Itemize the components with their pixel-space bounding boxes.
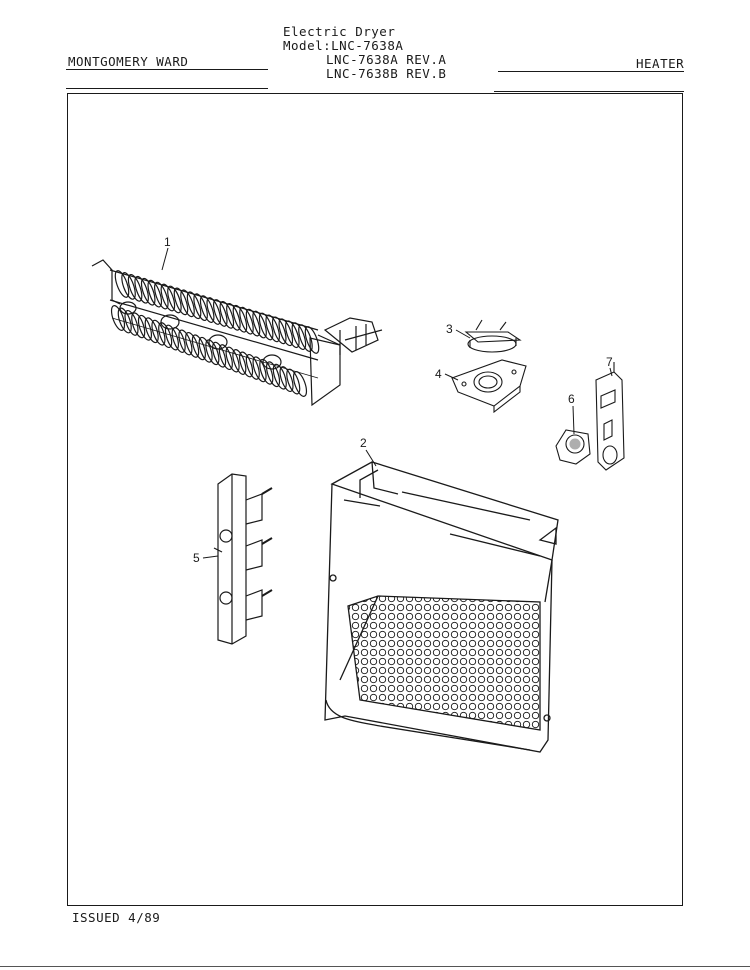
model-title-line-1: Electric Dryer xyxy=(283,24,396,39)
coil-loop xyxy=(304,326,320,354)
coil-loop xyxy=(258,312,274,341)
heater-housing xyxy=(324,461,559,753)
coil-loop xyxy=(239,306,254,335)
header-rule-left xyxy=(66,69,268,71)
thermostat-bracket xyxy=(451,359,527,414)
coil-loop xyxy=(291,322,307,351)
callout-5: 5 xyxy=(193,551,200,565)
callout-1: 1 xyxy=(164,235,171,249)
coil-loop xyxy=(124,309,139,336)
coil-loop xyxy=(137,314,153,341)
coil-loop xyxy=(265,361,281,388)
coil-loop xyxy=(147,279,163,308)
coil-loop xyxy=(226,302,241,331)
callout-leaders xyxy=(161,247,613,559)
coil-loop xyxy=(180,289,195,318)
thermal-fuse xyxy=(555,429,591,465)
coil-loop xyxy=(114,270,130,298)
coil-loop xyxy=(117,307,132,334)
coil-loop xyxy=(154,281,169,310)
coil-loop xyxy=(218,344,233,371)
coil-loop xyxy=(252,310,267,339)
coil-loop xyxy=(191,334,206,361)
coil-loop xyxy=(198,336,213,363)
terminal-block xyxy=(213,473,273,645)
coil-loop xyxy=(171,327,186,353)
header-rule-right xyxy=(498,71,684,73)
coil-loop xyxy=(134,275,149,304)
coil-loop xyxy=(232,349,247,375)
header-rule-left-lower xyxy=(66,88,268,90)
coil-loop xyxy=(252,356,267,383)
header-rule-right-lower xyxy=(494,91,684,93)
coil-loop xyxy=(167,285,182,314)
model-title-line-3: LNC-7638A REV.A xyxy=(326,52,447,67)
coil-loop xyxy=(265,314,280,343)
coil-loop xyxy=(206,297,222,325)
coil-loop xyxy=(239,351,254,378)
coil-loop xyxy=(285,320,300,349)
coil-loop xyxy=(193,293,208,322)
coil-loop xyxy=(286,368,301,395)
page-bottom-rule xyxy=(0,966,750,967)
coil-loop xyxy=(205,339,220,366)
section-title: HEATER xyxy=(636,56,685,71)
callout-2: 2 xyxy=(360,436,367,450)
model-title-line-2: Model:LNC-7638A xyxy=(283,38,404,53)
diagram-frame xyxy=(67,93,683,906)
callout-4: 4 xyxy=(435,367,442,381)
coil-loop xyxy=(219,301,235,329)
coil-loop xyxy=(173,287,189,316)
coil-loop xyxy=(232,304,248,333)
coil-loop xyxy=(185,331,200,358)
coil-loop xyxy=(259,358,274,385)
coil-loop xyxy=(225,346,240,373)
coil-loop xyxy=(121,272,136,300)
coil-loop xyxy=(127,273,143,302)
callout-7: 7 xyxy=(606,355,613,369)
coil-loop xyxy=(110,305,126,331)
coil-loop xyxy=(160,283,176,312)
heating-element-coil xyxy=(91,259,383,407)
coil-loop xyxy=(144,317,159,344)
thermostat xyxy=(464,319,522,353)
coil-loop xyxy=(292,371,308,397)
coil-loop xyxy=(272,363,287,390)
coil-loop xyxy=(245,308,261,337)
coil-loop xyxy=(279,366,294,393)
coil-loop xyxy=(212,341,227,368)
brand-name: MONTGOMERY WARD xyxy=(68,54,189,69)
coil-loop xyxy=(278,318,294,347)
coil-loop xyxy=(151,319,166,346)
callout-3: 3 xyxy=(446,322,453,336)
coil-loop xyxy=(131,312,146,339)
coil-loop xyxy=(245,353,260,380)
coil-loop xyxy=(186,291,202,320)
coil-loop xyxy=(212,299,228,327)
model-title-line-4: LNC-7638B REV.B xyxy=(326,66,447,81)
issued-date: ISSUED 4/89 xyxy=(72,910,161,925)
coil-loop xyxy=(178,329,193,356)
fuse-bracket xyxy=(595,362,625,471)
callout-6: 6 xyxy=(568,392,575,406)
coil-loop xyxy=(271,316,287,345)
coil-loop xyxy=(140,277,156,306)
coil-loop xyxy=(164,324,179,351)
coil-loop xyxy=(199,295,215,323)
